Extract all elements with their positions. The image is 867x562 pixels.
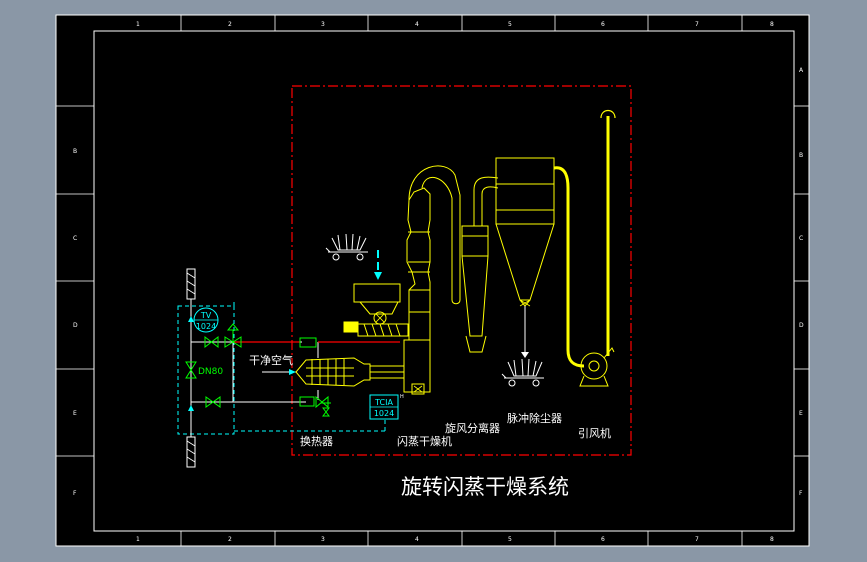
gate-valve-2 — [205, 396, 221, 408]
tick-top-5: 5 — [508, 21, 512, 28]
label-flash-dryer: 闪蒸干燥机 — [397, 434, 452, 448]
label-cyclone: 旋风分离器 — [445, 421, 500, 435]
tcia-tag-top: TCIA — [374, 398, 393, 407]
tick-bottom-7: 7 — [695, 536, 699, 543]
tick-top-8: 8 — [770, 21, 774, 28]
tick-right-e: E — [799, 410, 803, 417]
tick-right-c: C — [799, 235, 803, 242]
cyclone-separator — [461, 176, 499, 353]
tv-tag-top: TV — [200, 311, 212, 320]
tick-labels-right: A B C D E F — [799, 67, 804, 497]
tick-bottom-6: 6 — [601, 536, 605, 543]
border-ticks — [56, 15, 809, 546]
feed-indicator — [374, 250, 382, 280]
tick-right-d: D — [799, 322, 804, 329]
discharge-arrow — [521, 352, 529, 358]
tick-top-6: 6 — [601, 21, 605, 28]
tick-left-b: B — [73, 148, 77, 155]
tick-bottom-1: 1 — [136, 536, 140, 543]
tick-labels-bottom: 1 2 3 4 5 6 7 8 — [136, 536, 774, 543]
label-induced-fan: 引风机 — [578, 426, 611, 440]
tick-top-3: 3 — [321, 21, 325, 28]
tick-top-4: 4 — [415, 21, 419, 28]
stack-cap — [600, 109, 616, 119]
heat-exchanger — [295, 357, 404, 387]
tcia-tag-bottom: 1024 — [374, 409, 394, 418]
valve-size-label: DN80 — [198, 367, 223, 377]
feed-hopper — [353, 283, 401, 325]
system-boundary — [291, 85, 632, 456]
label-pulse-filter: 脉冲除尘器 — [507, 411, 562, 425]
tick-top-1: 1 — [136, 21, 140, 28]
tick-right-b: B — [799, 152, 803, 159]
flash-dryer — [403, 165, 461, 395]
drawing-sheet — [55, 14, 810, 547]
tv-1024-instrument: TV 1024 — [193, 307, 219, 333]
gate-valve-dn80 — [185, 361, 197, 379]
small-valve-vertical — [321, 402, 331, 417]
tick-bottom-8: 8 — [770, 536, 774, 543]
tick-left-d: D — [73, 322, 78, 329]
label-clean-air: 干净空气 — [249, 353, 293, 367]
exhaust-duct — [553, 166, 585, 368]
tick-left-f: F — [73, 490, 77, 497]
check-valve-top — [299, 337, 317, 348]
tick-right-a: A — [799, 67, 804, 74]
tick-right-f: F — [799, 490, 803, 497]
drawing-title: 旋转闪蒸干燥系统 — [401, 475, 569, 499]
check-valve-bottom — [299, 395, 329, 409]
gate-valve-1 — [204, 335, 219, 349]
tick-bottom-4: 4 — [415, 536, 419, 543]
tick-bottom-2: 2 — [228, 536, 232, 543]
tcia-1024-instrument: TCIA 1024 H — [369, 394, 404, 420]
tick-bottom-5: 5 — [508, 536, 512, 543]
tick-left-e: E — [73, 410, 77, 417]
pulse-bag-filter — [495, 157, 555, 307]
flow-arrows — [188, 316, 296, 411]
tick-bottom-3: 3 — [321, 536, 325, 543]
tick-labels-left: B C D E F — [73, 148, 78, 497]
label-heat-exchanger: 换热器 — [300, 434, 333, 448]
tick-labels-top: 1 2 3 4 5 6 7 8 — [136, 21, 774, 28]
feed-cart — [325, 233, 368, 261]
product-cart — [501, 358, 544, 387]
tick-left-c: C — [73, 235, 77, 242]
tick-top-2: 2 — [228, 21, 232, 28]
tcia-superscript: H — [400, 394, 404, 400]
tick-top-7: 7 — [695, 21, 699, 28]
screw-feeder — [343, 321, 409, 337]
control-valve-tv1024 — [224, 323, 242, 348]
tv-tag-bottom: 1024 — [196, 322, 216, 331]
instrument-loop — [177, 300, 386, 435]
